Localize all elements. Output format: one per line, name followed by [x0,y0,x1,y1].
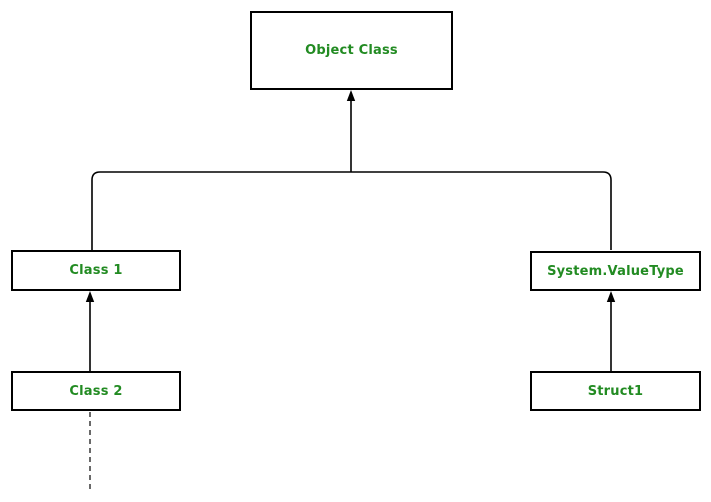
node-class2-label: Class 2 [69,383,123,399]
node-object-class-label: Object Class [305,43,398,58]
arrowhead-class1 [85,291,95,302]
arrowhead-system-valuetype [606,291,616,302]
node-struct1-label: Struct1 [587,383,644,399]
node-system-valuetype-label: System.ValueType [547,263,684,279]
node-class1: Class 1 [11,250,181,291]
node-class2: Class 2 [11,371,181,411]
node-struct1: Struct1 [530,371,701,411]
node-class1-label: Class 1 [69,263,123,278]
node-object-class: Object Class [250,11,453,90]
node-system-valuetype: System.ValueType [530,251,701,291]
edge-branch-bus [91,171,612,250]
arrowhead-object-class [346,90,356,101]
